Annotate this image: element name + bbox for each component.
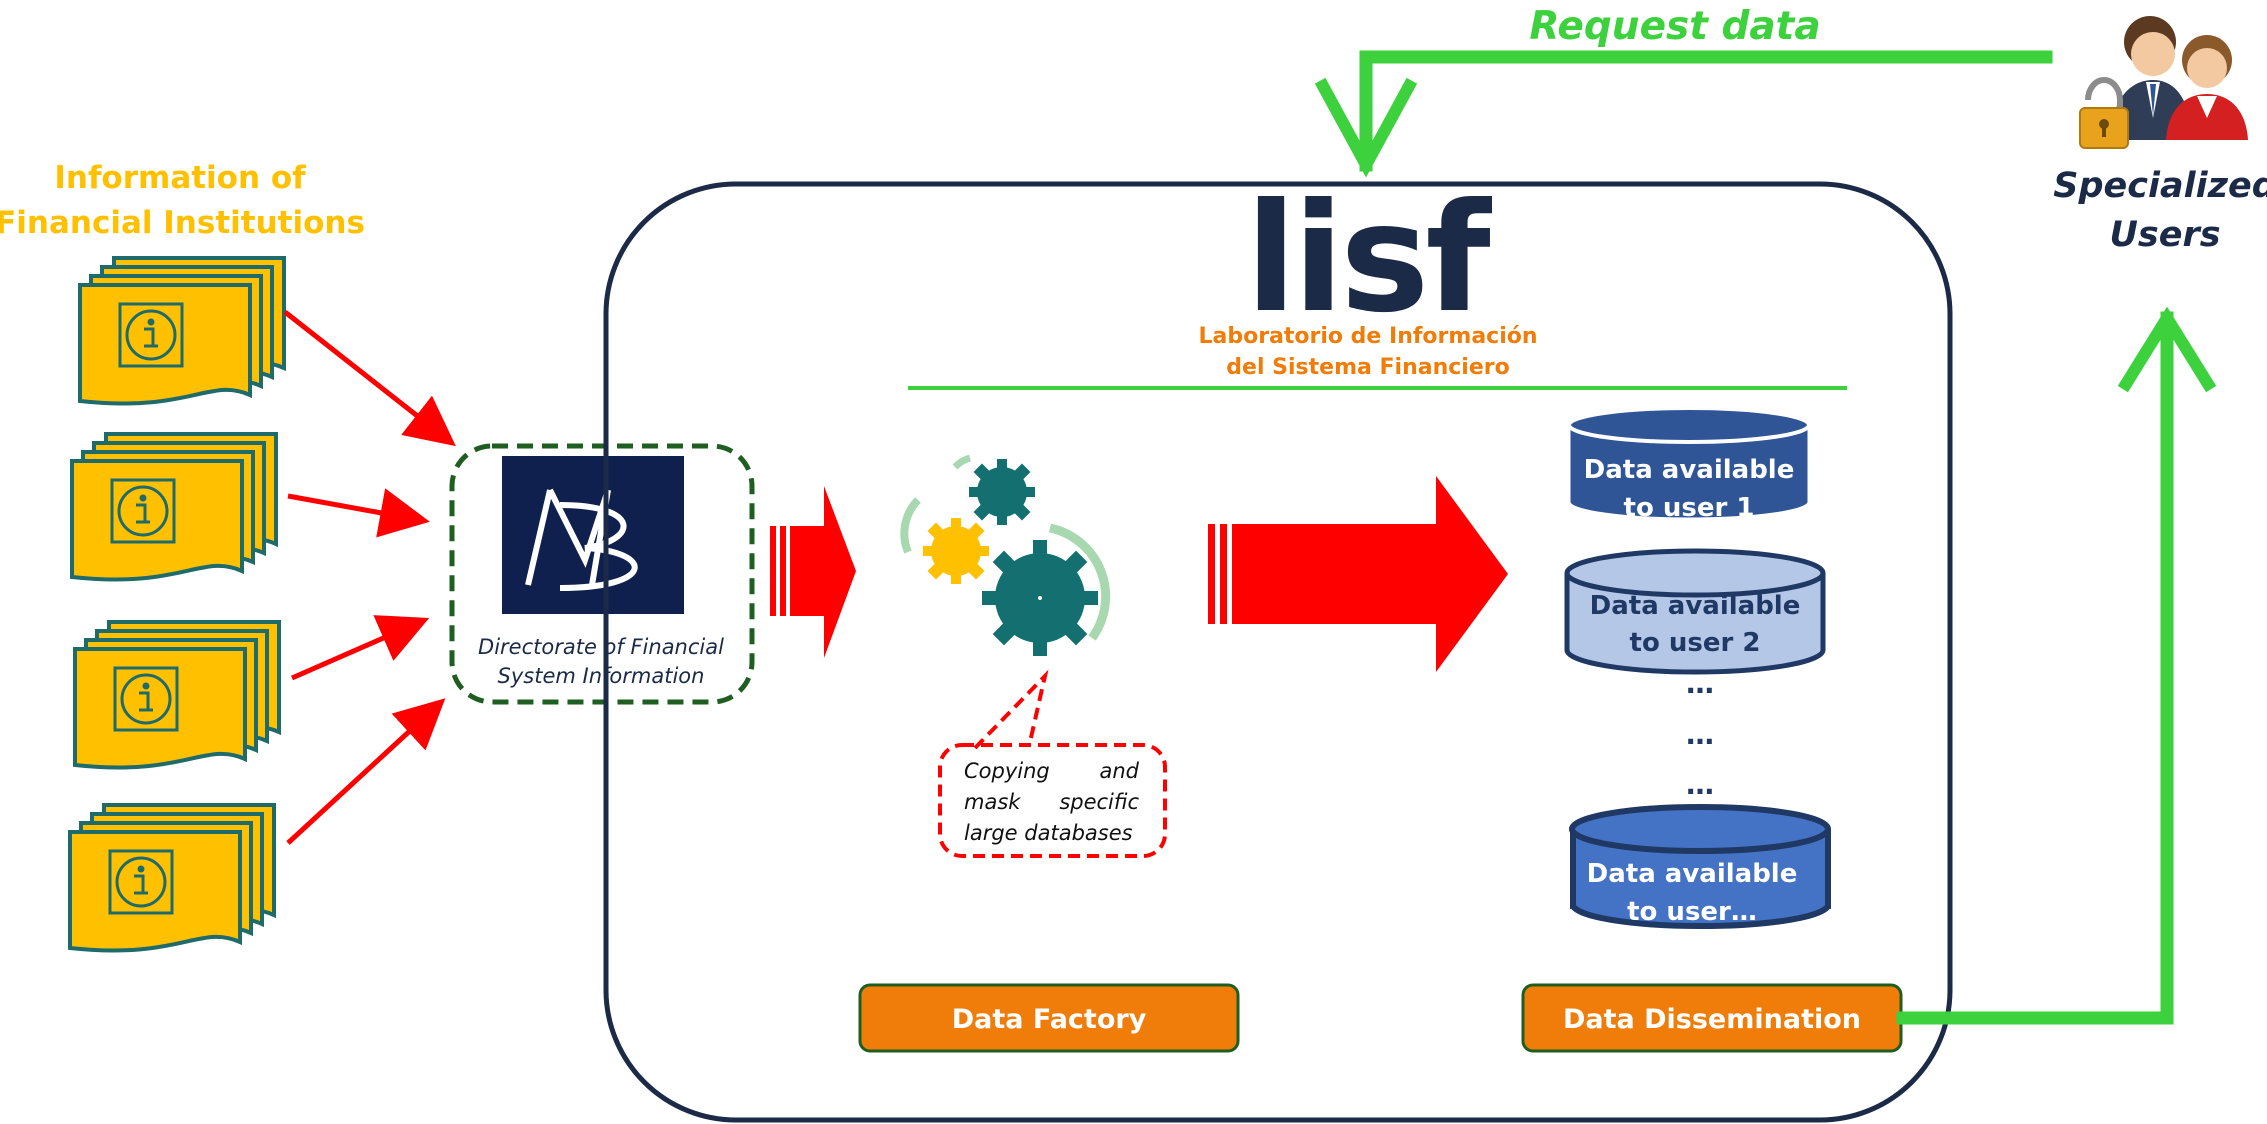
callout-line2-b: specific [1059, 790, 1139, 814]
callout-line1-b: and [1099, 759, 1139, 783]
database-ellipsis-3: … [1686, 768, 1714, 801]
specialized-users-label-line1: Specialized [2053, 166, 2267, 206]
request-data-arrow [1314, 50, 2053, 178]
specialized-users-label-line2: Users [2109, 215, 2220, 255]
callout-line1-a: Copying [964, 759, 1050, 783]
callout-line2-a: mask [964, 790, 1021, 814]
data-factory-button[interactable]: Data Factory [858, 983, 1240, 1053]
lisf-container [603, 181, 1953, 1123]
sources-title-line1: Information of [54, 160, 306, 196]
directorate-label-line2: System Information [498, 664, 705, 688]
database-user-2-line1: Data available [1590, 591, 1801, 621]
data-dissemination-label: Data Dissemination [1563, 1004, 1861, 1035]
source-arrow-2 [287, 488, 430, 538]
directorate-to-factory-arrow [770, 486, 856, 658]
specialized-users-icon [2079, 16, 2248, 149]
database-user-1: Data available to user 1 [1567, 406, 1811, 523]
database-user-2-line2: to user 2 [1630, 628, 1761, 658]
source-arrow-4 [286, 698, 446, 845]
financial-institution-document-icon-1 [78, 256, 286, 406]
callout-line3: large databases [964, 821, 1133, 845]
database-user-n-line1: Data available [1587, 859, 1798, 889]
database-user-n: Data available to user… [1569, 804, 1831, 930]
callout-pointer [973, 669, 1049, 750]
data-factory-label: Data Factory [952, 1004, 1147, 1035]
source-arrow-3 [290, 615, 430, 681]
factory-callout-box [938, 743, 1167, 858]
data-dissemination-button[interactable]: Data Dissemination [1521, 983, 1903, 1053]
financial-institution-document-icon-4 [68, 803, 276, 953]
database-user-1-line1: Data available [1584, 455, 1795, 485]
lisf-subtitle-line1: Laboratorio de Información [1198, 324, 1537, 349]
financial-institution-document-icon-3 [73, 620, 281, 770]
source-arrows [283, 310, 456, 845]
database-user-2: Data available to user 2 [1564, 548, 1826, 675]
source-arrow-1 [283, 310, 456, 447]
delivery-to-users-arrow [1896, 306, 2217, 1025]
lisf-subtitle-line2: del Sistema Financiero [1226, 355, 1509, 380]
lisf-logo: lisf [1245, 172, 1492, 346]
database-user-n-line2: to user… [1627, 897, 1757, 927]
financial-institution-document-icon-2 [70, 432, 278, 582]
directorate-label-line1: Directorate of Financial [478, 635, 724, 659]
database-ellipsis-1: … [1686, 667, 1714, 700]
directorate-monogram-icon [525, 488, 638, 591]
database-ellipsis-2: … [1686, 718, 1714, 751]
factory-to-dissemination-arrow [1208, 476, 1508, 672]
request-data-label: Request data [1529, 4, 1820, 49]
database-user-1-line2: to user 1 [1624, 493, 1755, 523]
data-factory-gears-icon [900, 454, 1111, 656]
sources-title-line2: Financial Institutions [0, 205, 365, 241]
